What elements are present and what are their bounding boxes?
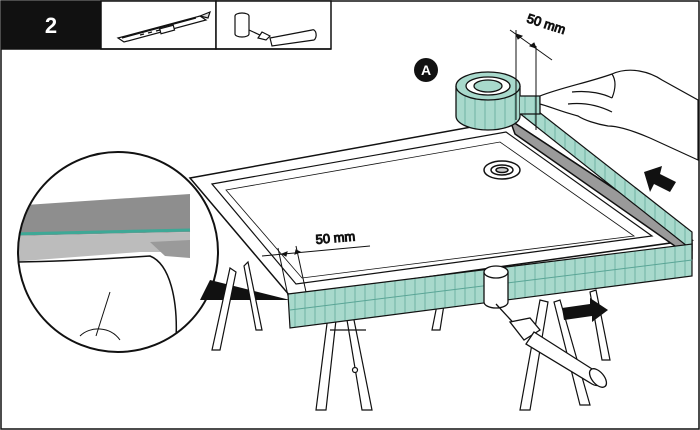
dimension-front: 50 mm bbox=[261, 228, 371, 297]
tape-roller-icon bbox=[234, 12, 317, 47]
direction-arrow-up bbox=[644, 166, 676, 192]
roller-tool bbox=[483, 265, 608, 388]
tray-basin bbox=[210, 131, 654, 285]
dimension-front-label: 50 mm bbox=[315, 229, 356, 247]
tape-roll bbox=[455, 71, 541, 131]
direction-arrow-right bbox=[562, 298, 608, 322]
detail-zoom-circle bbox=[17, 151, 290, 353]
step-number: 2 bbox=[45, 13, 57, 38]
step-badge bbox=[1, 1, 101, 49]
header-bar: 2 bbox=[1, 0, 332, 50]
drain-icon bbox=[483, 160, 521, 180]
shower-tray bbox=[188, 118, 695, 297]
zoom-pointer bbox=[200, 280, 290, 300]
detail-tape-edge bbox=[18, 228, 191, 236]
utility-knife-icon bbox=[116, 10, 211, 43]
dimension-top-label: 50 mm bbox=[525, 11, 567, 38]
callout-badge: A bbox=[414, 58, 438, 82]
callout-label: A bbox=[421, 62, 431, 78]
trestle-legs bbox=[211, 260, 611, 411]
hand-illustration bbox=[539, 69, 699, 161]
